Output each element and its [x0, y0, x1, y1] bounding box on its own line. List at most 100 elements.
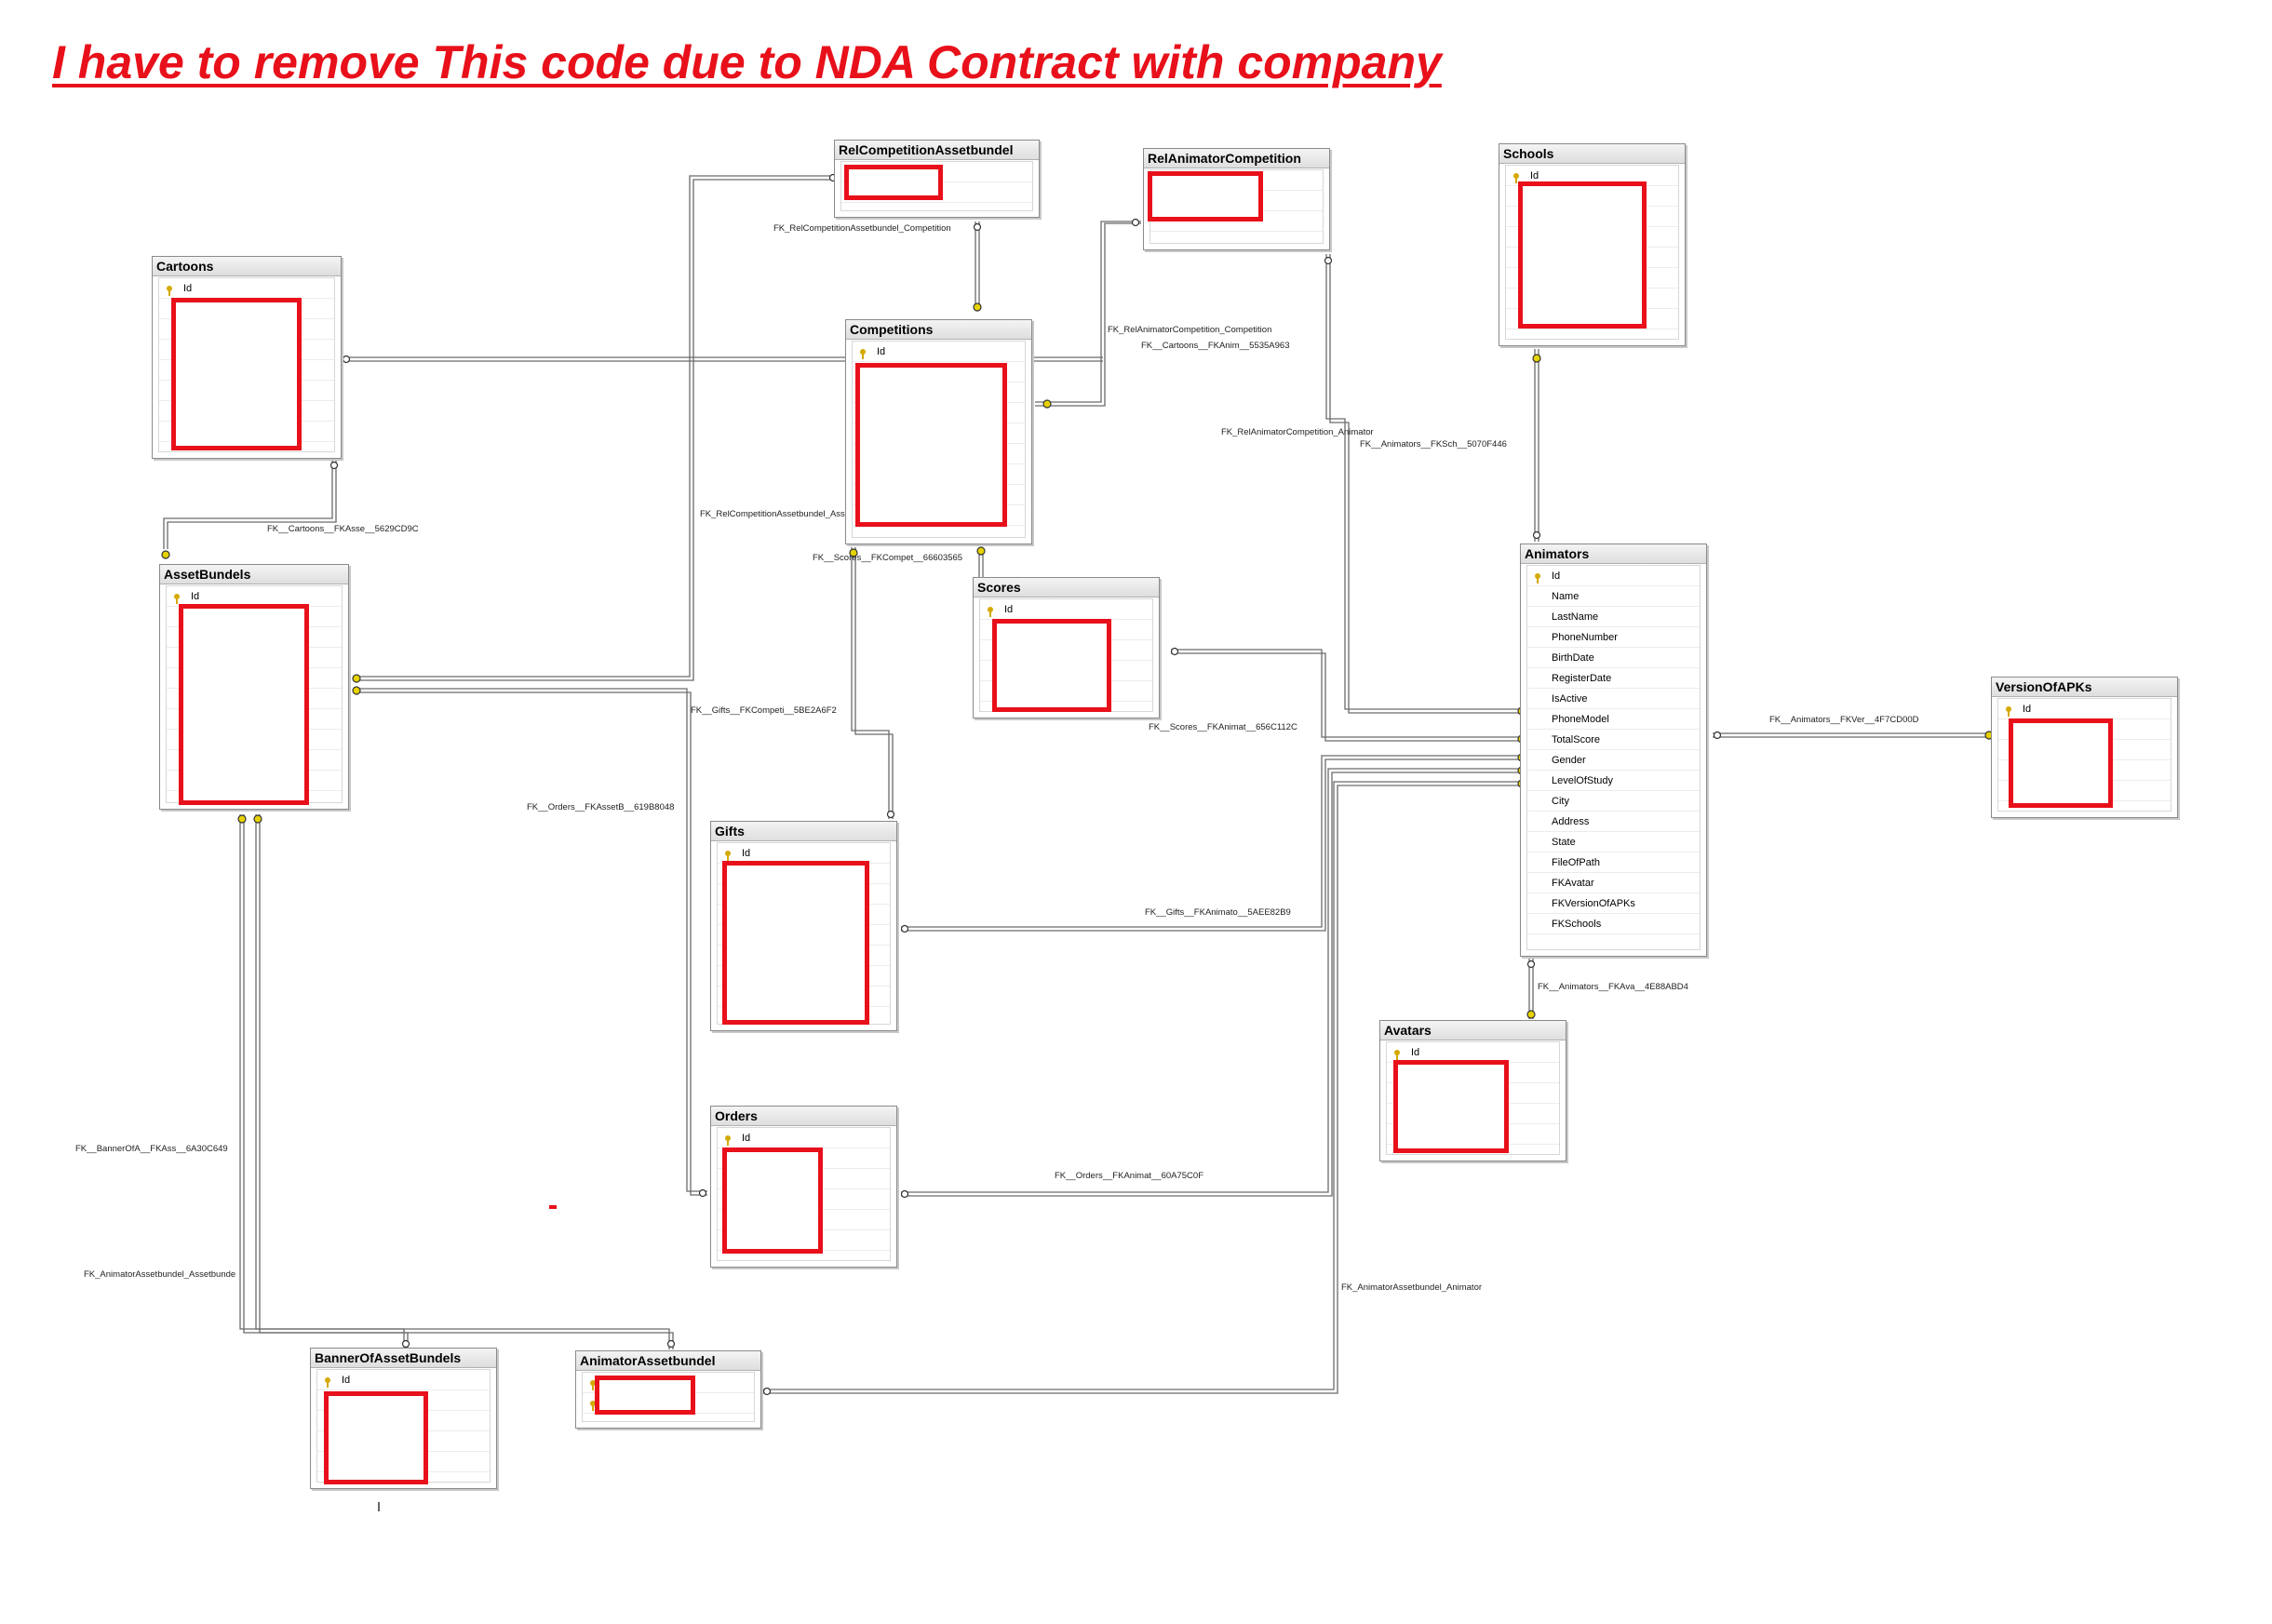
table-title: Schools: [1499, 144, 1685, 164]
column-row[interactable]: PhoneModel: [1527, 709, 1700, 730]
table-schools[interactable]: Schools Id: [1499, 143, 1686, 346]
column-row[interactable]: FKSchools: [1527, 914, 1700, 934]
rel-line-orders-animators: [901, 768, 1526, 1197]
table-avatars[interactable]: Avatars Id: [1379, 1020, 1566, 1161]
column-row[interactable]: FileOfPath: [1527, 852, 1700, 873]
column-name: FKSchools: [1552, 919, 1602, 930]
table-title: Scores: [974, 578, 1159, 597]
redaction-box: [855, 363, 1007, 527]
redaction-box: [1393, 1060, 1509, 1153]
redaction-box: [1518, 181, 1647, 329]
table-relanimatorcompetition[interactable]: RelAnimatorCompetition: [1143, 148, 1330, 250]
table-versionofapks[interactable]: VersionOfAPKs Id: [1991, 677, 2178, 818]
redaction-box: [1148, 171, 1263, 221]
table-competitions[interactable]: Competitions Id: [845, 319, 1032, 544]
fk-label: FK_AnimatorAssetbundel_Assetbunde: [84, 1269, 236, 1280]
column-row[interactable]: City: [1527, 791, 1700, 812]
fk-label: FK__Gifts__FKAnimato__5AEE82B9: [1145, 907, 1291, 918]
rel-line-assetbundels-animatorassetbundel: [255, 814, 674, 1349]
rel-line-scores-animators: [1171, 649, 1526, 742]
fk-label: FK__Animators__FKAva__4E88ABD4: [1538, 982, 1688, 992]
column-row[interactable]: Name: [1527, 586, 1700, 607]
table-scores[interactable]: Scores Id: [973, 577, 1160, 718]
column-row[interactable]: TotalScore: [1527, 730, 1700, 750]
table-title: Cartoons: [153, 257, 341, 276]
column-row[interactable]: Gender: [1527, 750, 1700, 771]
fk-label: FK__Scores__FKCompet__66603565: [813, 553, 963, 563]
fk-label: FK__Cartoons__FKAsse__5629CD9C: [267, 524, 419, 534]
nda-banner: I have to remove This code due to NDA Co…: [52, 36, 1442, 88]
column-name: LevelOfStudy: [1552, 775, 1614, 786]
fk-label: FK__BannerOfA__FKAss__6A30C649: [75, 1144, 228, 1154]
fk-label: FK_AnimatorAssetbundel_Animator: [1341, 1282, 1483, 1293]
column-name: Id: [742, 1133, 751, 1144]
column-name: Id: [1411, 1047, 1420, 1058]
fk-label: FK_RelAnimatorCompetition_Competition: [1108, 325, 1272, 335]
column-name: TotalScore: [1552, 734, 1600, 745]
rel-line-animators-versionofapks: [1713, 732, 1992, 738]
redaction-box: [844, 165, 943, 200]
fk-label: FK__Scores__FKAnimat__656C112C: [1149, 722, 1297, 732]
column-row[interactable]: RegisterDate: [1527, 668, 1700, 689]
rel-line-schools-animators: [1534, 349, 1539, 542]
primary-key-icon: [324, 1375, 331, 1388]
table-title: Orders: [711, 1107, 896, 1126]
column-row[interactable]: Address: [1527, 812, 1700, 832]
column-name: State: [1552, 837, 1576, 848]
column-row[interactable]: IsActive: [1527, 689, 1700, 709]
column-row[interactable]: Id: [1527, 566, 1700, 586]
column-name: RegisterDate: [1552, 673, 1612, 684]
column-name: Id: [183, 283, 193, 294]
column-name: Id: [1004, 604, 1014, 615]
primary-key-icon: [1393, 1047, 1401, 1060]
table-orders[interactable]: Orders Id: [710, 1106, 897, 1268]
column-name: Id: [877, 346, 886, 357]
primary-key-icon: [1512, 170, 1520, 183]
table-assetbundels[interactable]: AssetBundels Id: [159, 564, 349, 810]
column-row[interactable]: LastName: [1527, 607, 1700, 627]
rel-line-competitions-relanimcomp: [1035, 221, 1141, 407]
rel-line-animatorassetbundel-animators: [763, 781, 1526, 1394]
column-name: Id: [1530, 170, 1539, 181]
primary-key-icon: [1534, 570, 1541, 584]
fk-label: FK__Orders__FKAnimat__60A75C0F: [1055, 1171, 1203, 1181]
column-row[interactable]: FKAvatar: [1527, 873, 1700, 893]
primary-key-icon: [987, 604, 994, 617]
fk-label: FK_RelCompetitionAssetbundel_Ass: [700, 509, 845, 519]
rel-line-relcompasset-competitions: [975, 221, 980, 307]
primary-key-icon: [724, 848, 732, 861]
redaction-box: [992, 619, 1111, 712]
column-name: Address: [1552, 816, 1590, 827]
column-row[interactable]: BirthDate: [1527, 648, 1700, 668]
column-row[interactable]: State: [1527, 832, 1700, 852]
fk-label: FK_RelCompetitionAssetbundel_Competition: [773, 223, 951, 234]
column-name: BirthDate: [1552, 652, 1594, 664]
column-row[interactable]: PhoneNumber: [1527, 627, 1700, 648]
rel-line-cartoons-assetbundels: [163, 456, 337, 549]
table-animatorassetbundel[interactable]: AnimatorAssetbundel: [575, 1350, 761, 1429]
rel-line-animators-avatars: [1528, 959, 1534, 1019]
primary-key-icon: [724, 1133, 732, 1146]
table-relcompetitionassetbundel[interactable]: RelCompetitionAssetbundel: [834, 140, 1040, 218]
rel-line-assetbundels-relcompasset: [354, 175, 838, 681]
primary-key-icon: [589, 1377, 597, 1390]
column-row[interactable]: FKVersionOfAPKs: [1527, 893, 1700, 914]
fk-label: FK__Orders__FKAssetB__619B8048: [527, 802, 675, 812]
rel-line-relanimcomp-animators: [1325, 254, 1526, 714]
table-bannerofassetbundels[interactable]: BannerOfAssetBundels Id: [310, 1348, 497, 1489]
redaction-box: [722, 1148, 823, 1254]
column-name: FileOfPath: [1552, 857, 1600, 868]
column-name: PhoneModel: [1552, 714, 1609, 725]
fk-label: FK_RelAnimatorCompetition_Animator: [1221, 427, 1374, 437]
table-gifts[interactable]: Gifts Id: [710, 821, 897, 1031]
rel-line-assetbundels-orders: [354, 688, 707, 1196]
column-name: Id: [2023, 704, 2032, 715]
table-cartoons[interactable]: Cartoons Id: [152, 256, 342, 459]
table-title: Competitions: [846, 320, 1031, 340]
fk-label: FK__Cartoons__FKAnim__5535A963: [1141, 341, 1290, 351]
redaction-box: [2009, 718, 2113, 808]
column-name: Id: [191, 591, 200, 602]
redaction-box: [324, 1391, 428, 1484]
column-row[interactable]: LevelOfStudy: [1527, 771, 1700, 791]
